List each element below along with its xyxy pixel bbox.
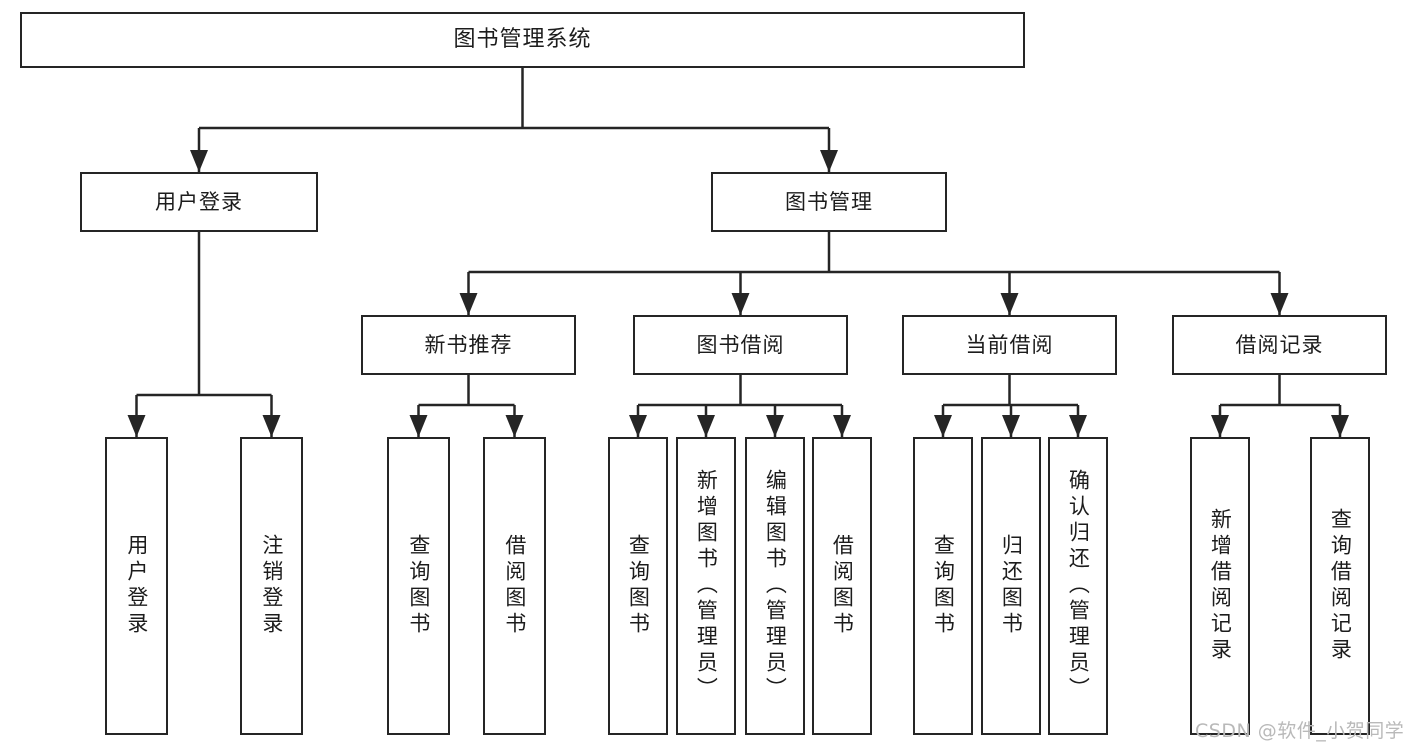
node-leaf6[interactable]: 新增图书（管理员） <box>676 437 736 735</box>
node-label: 注销登录 <box>259 534 284 638</box>
arrowhead-icon <box>629 415 647 437</box>
node-label: 借阅图书 <box>830 534 855 638</box>
arrowhead-icon <box>262 415 281 437</box>
arrowhead-icon <box>934 415 952 437</box>
arrowhead-icon <box>1002 415 1020 437</box>
arrowhead-icon <box>766 415 784 437</box>
node-root[interactable]: 图书管理系统 <box>20 12 1025 68</box>
node-label: 借阅图书 <box>502 534 527 638</box>
node-label: 查询图书 <box>626 534 651 638</box>
node-label: 查询图书 <box>406 534 431 638</box>
node-label: 图书管理系统 <box>453 27 592 53</box>
node-leaf5[interactable]: 查询图书 <box>608 437 668 735</box>
node-label: 确认归还（管理员） <box>1066 469 1091 703</box>
node-leaf3[interactable]: 查询图书 <box>387 437 450 735</box>
arrowhead-icon <box>505 415 524 437</box>
node-label: 新书推荐 <box>424 332 513 357</box>
node-leaf1[interactable]: 用户登录 <box>105 437 168 735</box>
node-records[interactable]: 借阅记录 <box>1172 315 1387 375</box>
arrowhead-icon <box>459 293 478 315</box>
arrowhead-icon <box>1331 415 1349 437</box>
node-label: 当前借阅 <box>965 332 1054 357</box>
arrowhead-icon <box>833 415 851 437</box>
node-newrec[interactable]: 新书推荐 <box>361 315 576 375</box>
node-leaf13[interactable]: 查询借阅记录 <box>1310 437 1370 735</box>
node-label: 图书管理 <box>785 189 873 214</box>
arrowhead-icon <box>1000 293 1019 315</box>
arrowhead-icon <box>409 415 428 437</box>
node-label: 新增借阅记录 <box>1208 508 1233 664</box>
watermark-label: CSDN @软件_小贺同学 <box>1195 720 1405 742</box>
arrowhead-icon <box>1069 415 1087 437</box>
node-label: 编辑图书（管理员） <box>763 469 788 703</box>
node-label: 图书借阅 <box>696 332 785 357</box>
arrowhead-icon <box>1211 415 1229 437</box>
node-label: 查询图书 <box>931 534 956 638</box>
node-leaf8[interactable]: 借阅图书 <box>812 437 872 735</box>
node-leaf9[interactable]: 查询图书 <box>913 437 973 735</box>
arrowhead-icon <box>190 150 208 172</box>
node-leaf4[interactable]: 借阅图书 <box>483 437 546 735</box>
node-leaf7[interactable]: 编辑图书（管理员） <box>745 437 805 735</box>
node-leaf10[interactable]: 归还图书 <box>981 437 1041 735</box>
node-label: 查询借阅记录 <box>1328 508 1353 664</box>
arrowhead-icon <box>127 415 146 437</box>
node-label: 借阅记录 <box>1235 332 1324 357</box>
arrowhead-icon <box>1270 293 1289 315</box>
arrowhead-icon <box>731 293 750 315</box>
node-label: 新增图书（管理员） <box>694 469 719 703</box>
node-leaf12[interactable]: 新增借阅记录 <box>1190 437 1250 735</box>
node-leaf2[interactable]: 注销登录 <box>240 437 303 735</box>
node-label: 用户登录 <box>124 534 149 638</box>
node-current[interactable]: 当前借阅 <box>902 315 1117 375</box>
node-login[interactable]: 用户登录 <box>80 172 318 232</box>
node-label: 用户登录 <box>155 189 243 214</box>
node-leaf11[interactable]: 确认归还（管理员） <box>1048 437 1108 735</box>
arrowhead-icon <box>820 150 838 172</box>
node-bookmgmt[interactable]: 图书管理 <box>711 172 947 232</box>
arrowhead-icon <box>697 415 715 437</box>
node-label: 归还图书 <box>999 534 1024 638</box>
node-borrow[interactable]: 图书借阅 <box>633 315 848 375</box>
